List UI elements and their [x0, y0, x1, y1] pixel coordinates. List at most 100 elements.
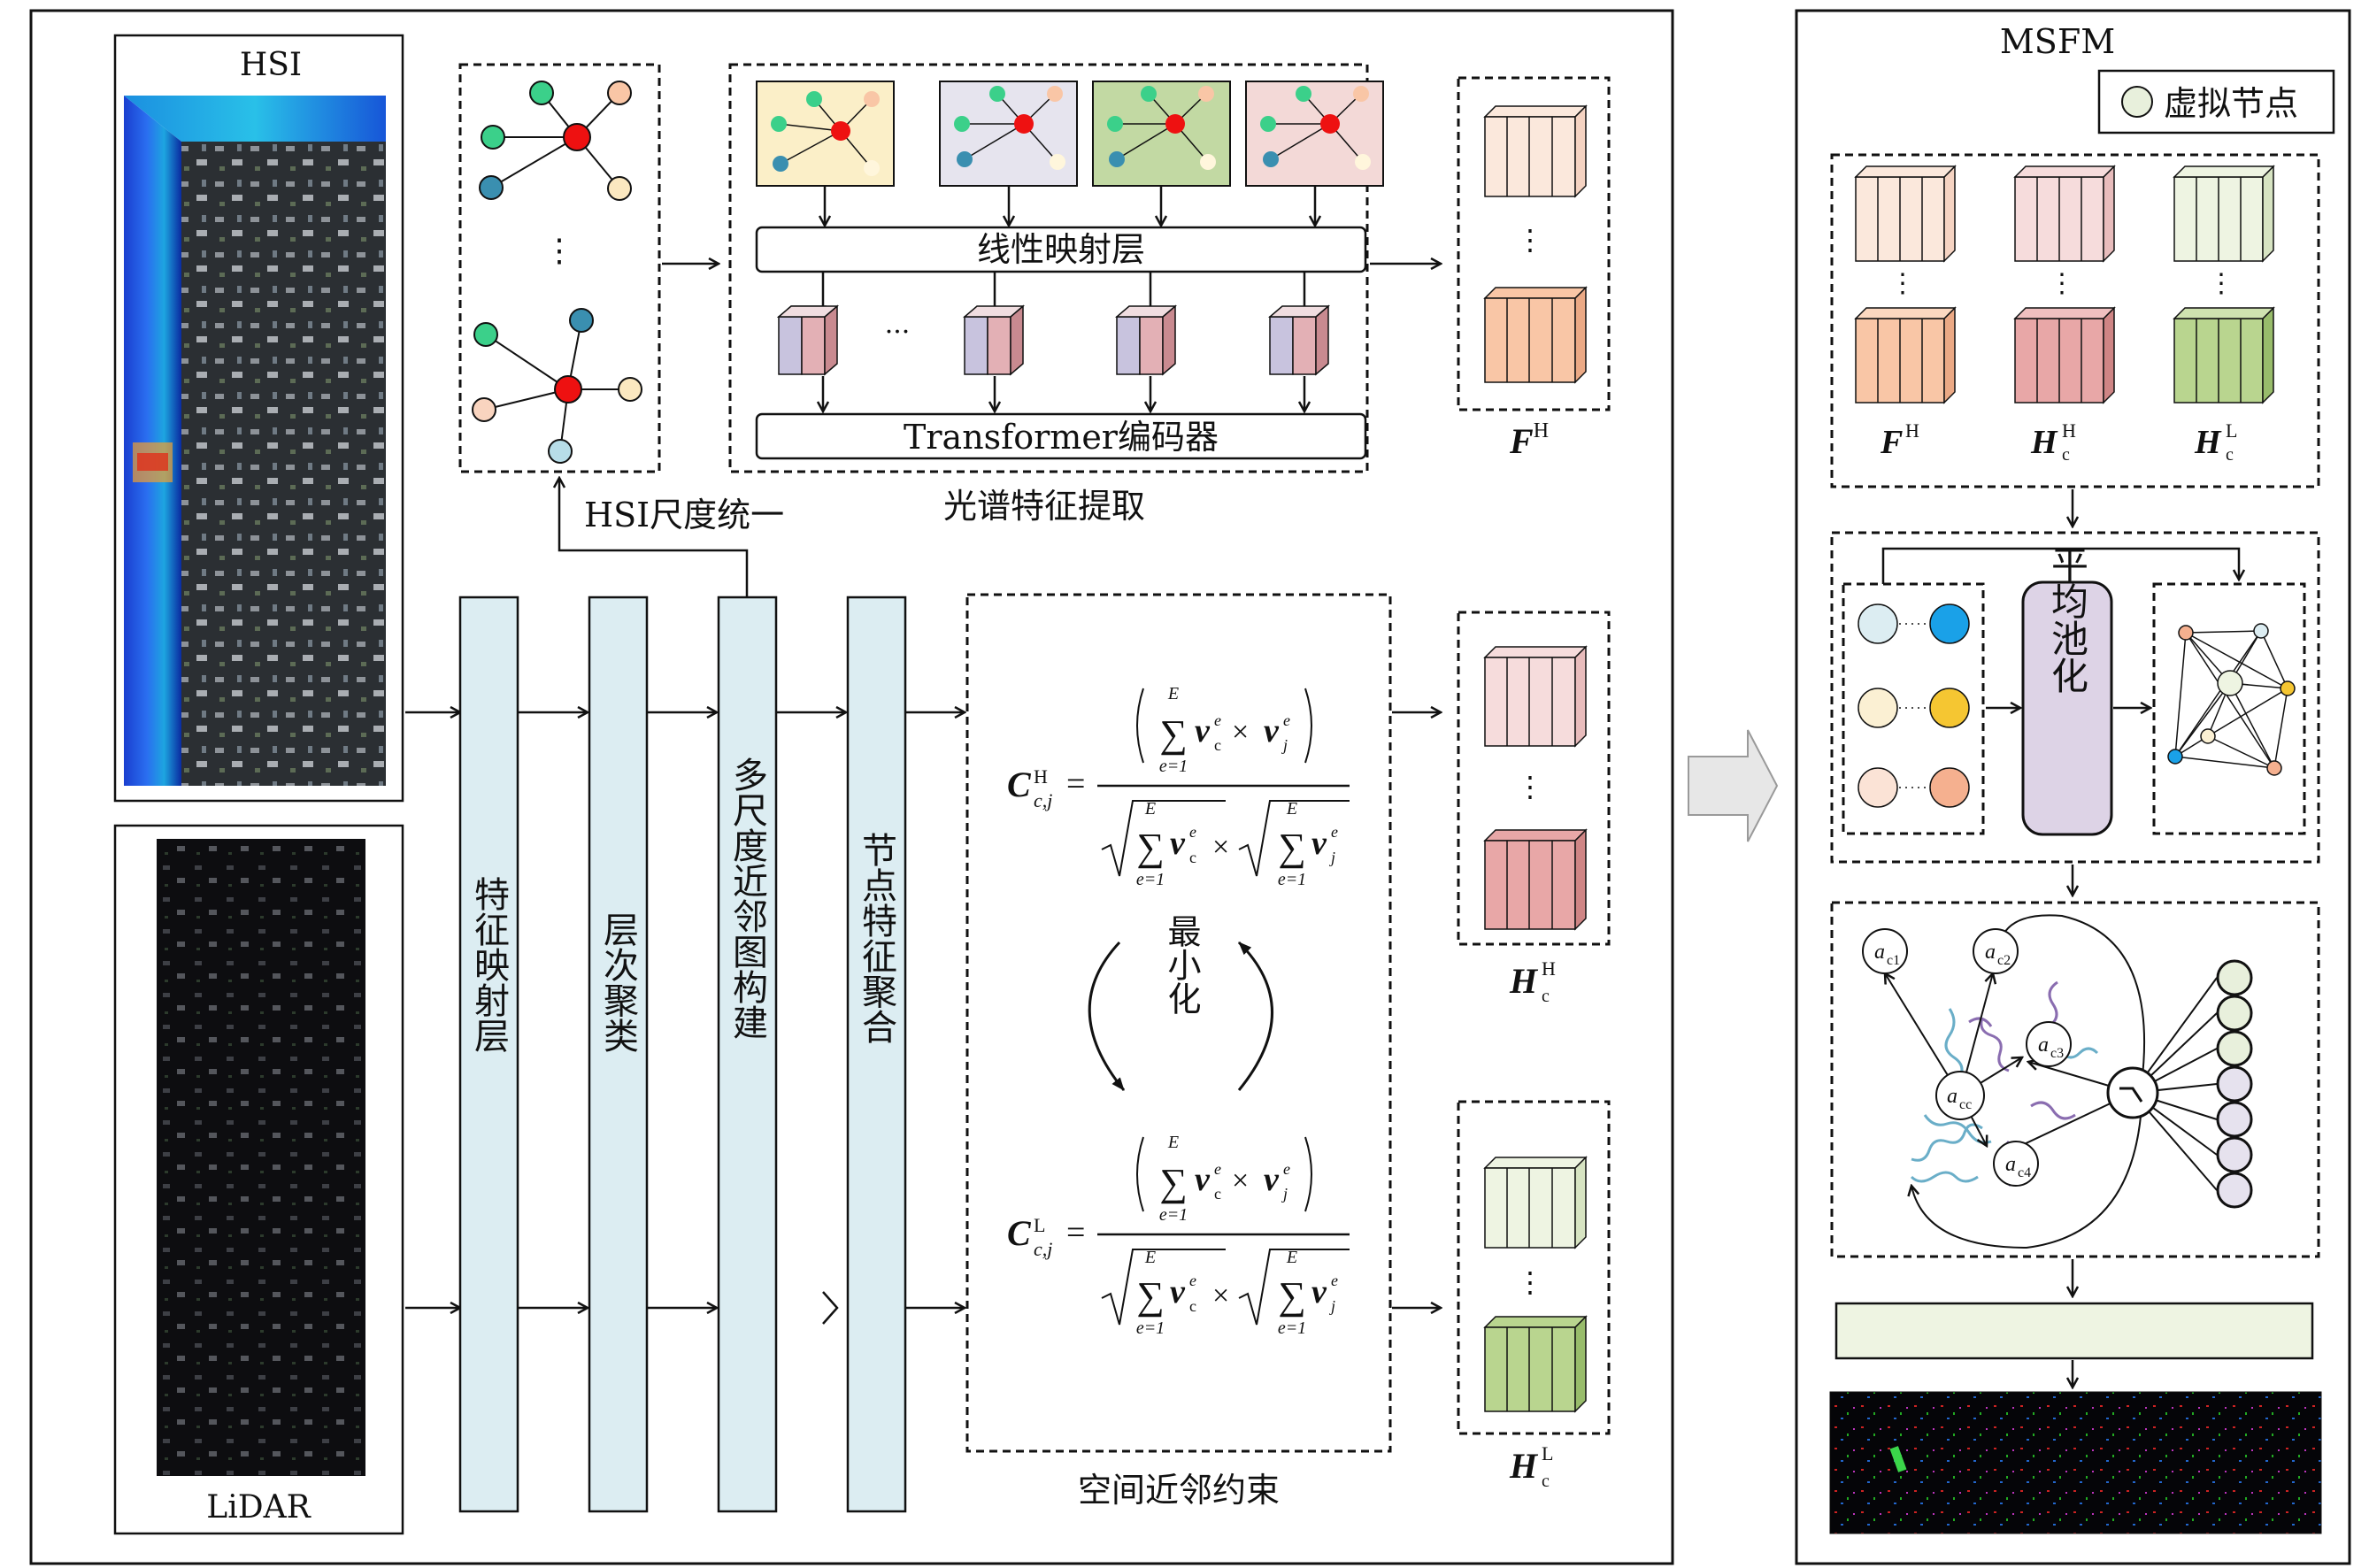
FH-vdots: ⋮ [1516, 223, 1544, 257]
svg-text:=: = [1066, 1214, 1085, 1251]
avg-pool-label: 平均池化 [2046, 545, 2089, 694]
attention-neuron [2106, 959, 2253, 1209]
svg-text:∑: ∑ [1278, 826, 1305, 869]
token-cube-2 [962, 304, 1026, 376]
svg-text:c3: c3 [2050, 1046, 2064, 1061]
svg-text:e=1: e=1 [1159, 757, 1188, 776]
fused-graph [2167, 623, 2296, 776]
svg-text:e: e [1214, 1160, 1221, 1178]
HcL-dashed-box [1457, 1100, 1611, 1435]
svg-text:∑: ∑ [1278, 1274, 1305, 1318]
token-ellipsis: ··· [885, 317, 911, 348]
anchor-node-c2 [1973, 928, 2019, 974]
svg-text:e=1: e=1 [1136, 1318, 1165, 1338]
graph-dashed-box [458, 63, 661, 473]
svg-text:cc: cc [1959, 1097, 1972, 1112]
vertical-block-node-aggregation: 节点特征聚合 [846, 596, 907, 1513]
msfm-stacks [1854, 165, 2275, 404]
svg-text:e=1: e=1 [1278, 870, 1306, 889]
svg-text:∑: ∑ [1159, 1161, 1187, 1204]
block-arrows [518, 712, 965, 1325]
svg-text:L: L [1034, 1214, 1045, 1236]
svg-text:c1: c1 [1887, 953, 1900, 968]
fused-graph-box [2152, 582, 2306, 835]
token-cube-1 [776, 304, 840, 376]
svg-text:c: c [2062, 445, 2070, 465]
hsi-label: HSI [240, 47, 302, 83]
FH-feature-stack-bottom [1483, 286, 1588, 384]
msfm-H2-bottom [2173, 306, 2275, 404]
HcH-dashed-box [1457, 611, 1611, 946]
HcL-label: H L c [1509, 1442, 1553, 1491]
svg-text:∑: ∑ [1159, 712, 1187, 756]
msfm-title: MSFM [2000, 22, 2115, 61]
svg-text:j: j [1329, 1297, 1335, 1315]
svg-text:×: × [1212, 1280, 1229, 1312]
thumb-arrows [825, 186, 1315, 226]
thumb-graph-3 [1092, 81, 1231, 187]
svg-text:e: e [1331, 823, 1338, 841]
svg-text:E: E [1144, 1248, 1156, 1267]
msfm-features-box [1830, 153, 2320, 488]
token-lines [823, 272, 1304, 411]
svg-text:∑: ∑ [1136, 1274, 1164, 1318]
svg-text:H: H [2030, 424, 2058, 461]
msfm-H1-bottom [2013, 306, 2116, 404]
big-hollow-arrow [1688, 729, 1779, 842]
msfm-vdots-2: ⋮ [2049, 268, 2075, 299]
virtual-node-icon [2121, 86, 2153, 118]
arrow-pool-bypass [1881, 547, 2239, 584]
legend-box: 虚拟节点 [2097, 69, 2335, 135]
token-cubes [776, 304, 1331, 376]
svg-text:e: e [1189, 1272, 1196, 1289]
hsi-cube-image [124, 96, 386, 786]
thumb-graph-4 [1245, 81, 1384, 187]
HcL-feature-stack-top [1483, 1156, 1588, 1249]
svg-text:v: v [1195, 1161, 1211, 1198]
svg-text:e=1: e=1 [1136, 870, 1165, 889]
star-graph-top [479, 81, 632, 201]
HcH-feature-stack-top [1483, 645, 1588, 748]
msfm-F-label: F H [1880, 419, 1919, 461]
svg-text:j: j [1329, 849, 1335, 866]
thumb-graphs [756, 81, 1384, 187]
svg-text:c,j: c,j [1034, 789, 1052, 811]
svg-text:H: H [2194, 424, 2222, 461]
svg-text:c,j: c,j [1034, 1238, 1052, 1260]
vblock-text-4: 节点特征聚合 [856, 832, 896, 1044]
svg-text:c: c [2226, 445, 2234, 465]
msfm-F-top [1854, 165, 1957, 263]
svg-text:v: v [1170, 1273, 1186, 1311]
anchor-node-c3 [2026, 1021, 2072, 1067]
svg-text:v: v [1170, 825, 1186, 862]
token-cube-4 [1267, 304, 1331, 376]
virtual-node-pairs [1858, 603, 1970, 808]
spatial-dashed-box [965, 593, 1392, 1453]
svg-text:×: × [1232, 1164, 1249, 1197]
anchor-node-c1 [1862, 928, 1908, 974]
svg-text:L: L [2226, 419, 2237, 442]
svg-text:j: j [1281, 736, 1288, 754]
FH-label: FH [1509, 419, 1549, 461]
msfm-pool-box [1830, 531, 2320, 864]
svg-text:=: = [1066, 765, 1085, 803]
svg-text:j: j [1281, 1185, 1288, 1203]
svg-text:×: × [1232, 716, 1249, 749]
msfm-H1-label: H H c [2030, 419, 2076, 465]
minimize-label: 最小化 [1162, 914, 1201, 1015]
FH-dashed-box [1457, 76, 1611, 411]
hsi-scale-arrow [559, 478, 749, 597]
svg-text:v: v [1264, 1161, 1280, 1198]
svg-text:v: v [1195, 712, 1211, 749]
svg-text:v: v [1311, 1273, 1327, 1311]
svg-text:C: C [1007, 765, 1032, 804]
svg-text:F: F [1880, 424, 1903, 461]
anchor-nodes [1862, 928, 2072, 1187]
svg-text:E: E [1167, 1133, 1179, 1152]
svg-text:H: H [1034, 765, 1048, 788]
HcH-feature-stack-bottom [1483, 828, 1588, 931]
svg-text:e: e [1283, 1160, 1290, 1178]
hsi-scale-label: HSI尺度统一 [584, 496, 784, 534]
svg-text:c4: c4 [2018, 1165, 2031, 1180]
